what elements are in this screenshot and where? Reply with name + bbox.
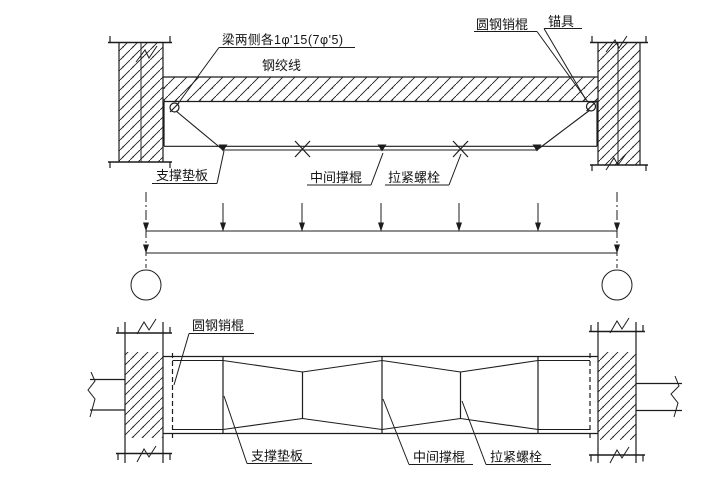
plan-annotations bbox=[173, 333, 551, 465]
wall-break-mark bbox=[136, 318, 157, 335]
beam-note-label: 梁两侧各1φ'15(7φ'5) bbox=[222, 32, 344, 47]
plan-right-wall bbox=[589, 317, 645, 464]
plan-view: 圆钢销棍 支撑垫板 中间撑棍 拉紧螺栓 bbox=[87, 317, 682, 465]
plan-strands bbox=[172, 359, 590, 431]
plan-left-wall bbox=[116, 318, 172, 463]
support-plate-marker bbox=[218, 144, 228, 152]
elevation-beam-outline bbox=[163, 101, 598, 147]
plan-right-beam-stub bbox=[636, 375, 682, 418]
middle-strut-label: 中间撑棍 bbox=[413, 450, 465, 465]
elevation-right-wall bbox=[590, 35, 648, 171]
dimension-lines bbox=[130, 192, 633, 301]
plan-beam-edges bbox=[163, 355, 598, 435]
round-pin-label: 圆钢销棍 bbox=[192, 318, 244, 333]
elevation-slab bbox=[163, 76, 598, 103]
support-plate-label: 支撑垫板 bbox=[251, 449, 303, 464]
plan-struts bbox=[222, 356, 539, 434]
strand-label: 钢绞线 bbox=[262, 58, 301, 73]
wall-break-mark bbox=[609, 317, 630, 334]
elevation-left-wall bbox=[108, 36, 172, 168]
tension-bolt-label: 拉紧螺栓 bbox=[490, 450, 542, 465]
strand-markers bbox=[218, 140, 542, 158]
plan-left-beam-stub bbox=[87, 371, 125, 418]
wall-break-mark bbox=[605, 153, 627, 171]
steel-strand-line bbox=[175, 109, 591, 151]
round-pin-label: 圆钢销棍 bbox=[476, 17, 528, 32]
middle-strut-label: 中间撑棍 bbox=[310, 170, 362, 185]
dimension-arrows bbox=[143, 222, 620, 254]
beam-break-mark bbox=[670, 375, 680, 418]
support-plate-marker bbox=[532, 144, 542, 152]
anchor-label: 锚具 bbox=[548, 14, 574, 29]
wall-break-mark bbox=[136, 445, 157, 463]
grid-bubble-left bbox=[130, 269, 162, 301]
wall-break-mark bbox=[605, 35, 628, 53]
right-pin-anchor bbox=[585, 101, 597, 112]
middle-strut-marker bbox=[377, 144, 387, 152]
elevation-annotations bbox=[152, 28, 589, 186]
beam-break-mark bbox=[87, 371, 96, 418]
wall-break-mark bbox=[135, 45, 158, 63]
tension-bolt-label: 拉紧螺栓 bbox=[388, 170, 440, 185]
tension-bolt-x-marker bbox=[294, 140, 311, 158]
grid-bubble-right bbox=[601, 269, 633, 301]
support-plate-label: 支撑垫板 bbox=[156, 168, 208, 183]
elevation-view: 梁两侧各1φ'15(7φ'5) 钢绞线 圆钢销棍 锚具 支撑垫板 中间撑棍 拉紧… bbox=[108, 14, 648, 186]
wall-break-mark bbox=[609, 446, 630, 464]
tension-bolt-x-marker bbox=[452, 140, 469, 158]
